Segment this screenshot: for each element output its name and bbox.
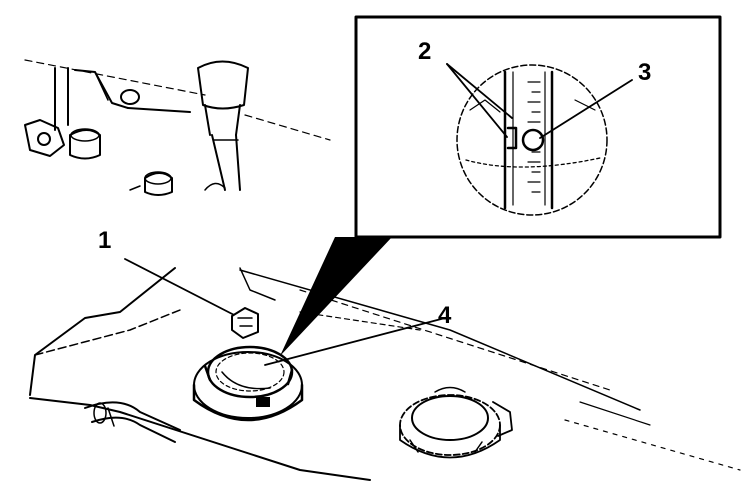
- leader-4: [264, 317, 446, 366]
- magnification-cone: [280, 237, 392, 356]
- callout-label-2: 2: [418, 38, 432, 65]
- leader-2b: [446, 63, 508, 138]
- callout-label-4: 4: [438, 302, 452, 329]
- leader-3: [539, 79, 633, 139]
- callout-leaders: [124, 63, 633, 366]
- callout-label-3: 3: [638, 59, 652, 86]
- upper-left-components: [24, 59, 331, 196]
- callout-label-1: 1: [98, 227, 112, 254]
- lower-engine-bay: [29, 267, 741, 481]
- magnified-inset: [354, 15, 722, 239]
- leader-2a: [446, 63, 513, 119]
- leader-1: [124, 258, 241, 319]
